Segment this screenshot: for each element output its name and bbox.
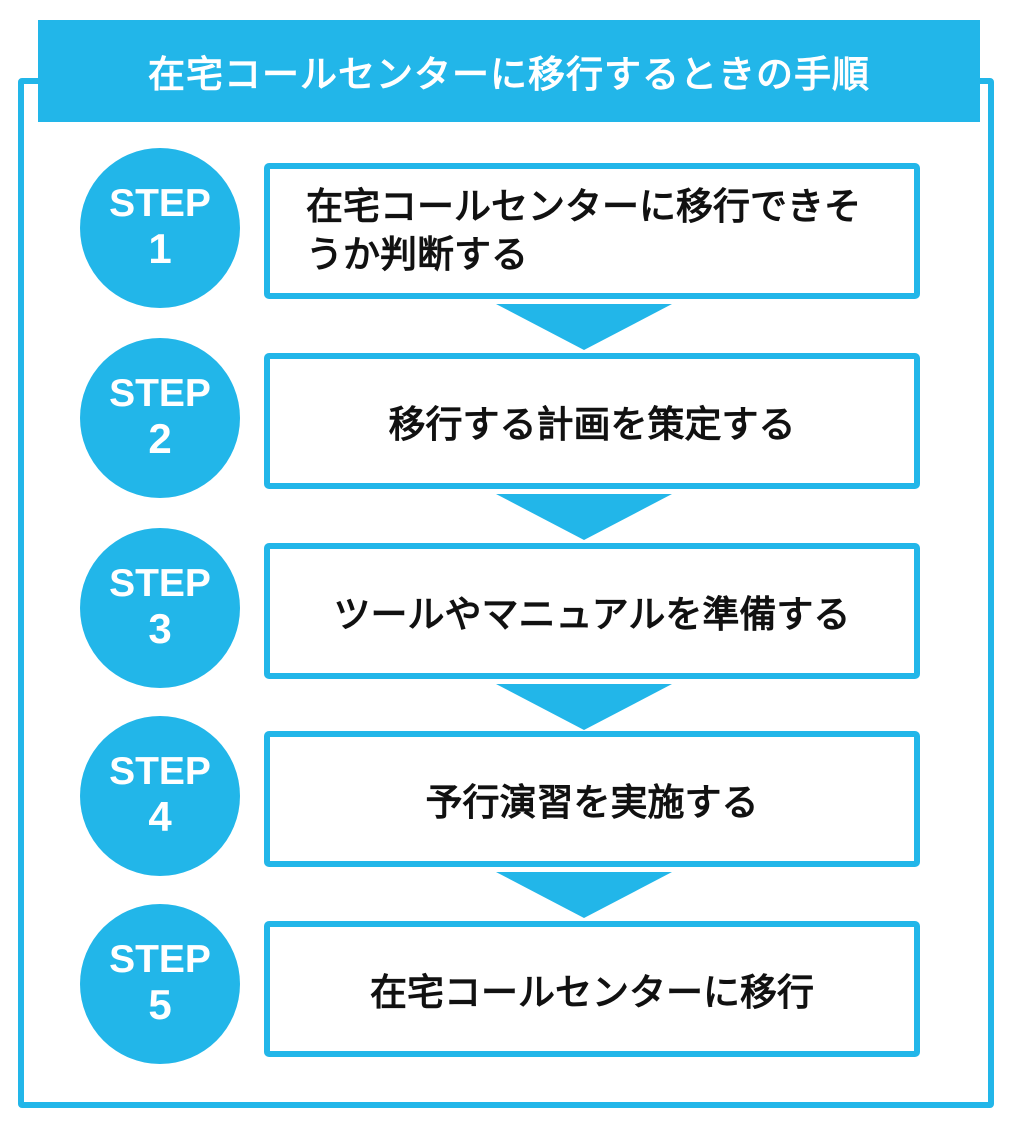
step-1-badge: STEP 1 <box>80 148 240 308</box>
step-4-box: 予行演習を実施する <box>264 731 920 867</box>
step-2-text: 移行する計画を策定する <box>388 403 796 446</box>
step-3-number: 3 <box>148 605 172 653</box>
step-5-text: 在宅コールセンターに移行 <box>370 971 814 1014</box>
step-arrow-3 <box>496 684 672 730</box>
step-1-label: STEP <box>109 182 211 226</box>
step-5-box: 在宅コールセンターに移行 <box>264 921 920 1057</box>
step-arrow-2 <box>496 494 672 540</box>
step-4-label: STEP <box>109 750 211 794</box>
page-title: 在宅コールセンターに移行するときの手順 <box>148 53 870 96</box>
step-arrow-1 <box>496 304 672 350</box>
step-2-badge: STEP 2 <box>80 338 240 498</box>
step-5-number: 5 <box>148 981 172 1029</box>
step-1-number: 1 <box>148 225 172 273</box>
step-5-badge: STEP 5 <box>80 904 240 1064</box>
step-5-label: STEP <box>109 938 211 982</box>
step-4-badge: STEP 4 <box>80 716 240 876</box>
step-3-text: ツールやマニュアルを準備する <box>333 593 851 636</box>
step-4-text: 予行演習を実施する <box>425 781 759 824</box>
step-3-label: STEP <box>109 562 211 606</box>
step-2-number: 2 <box>148 415 172 463</box>
step-2-box: 移行する計画を策定する <box>264 353 920 489</box>
step-1-box: 在宅コールセンターに移行できそうか判断する <box>264 163 920 299</box>
step-1-text: 在宅コールセンターに移行できそうか判断する <box>306 184 861 276</box>
step-3-box: ツールやマニュアルを準備する <box>264 543 920 679</box>
step-2-label: STEP <box>109 372 211 416</box>
step-3-badge: STEP 3 <box>80 528 240 688</box>
step-4-number: 4 <box>148 793 172 841</box>
step-arrow-4 <box>496 872 672 918</box>
title-banner: 在宅コールセンターに移行するときの手順 <box>38 20 980 122</box>
